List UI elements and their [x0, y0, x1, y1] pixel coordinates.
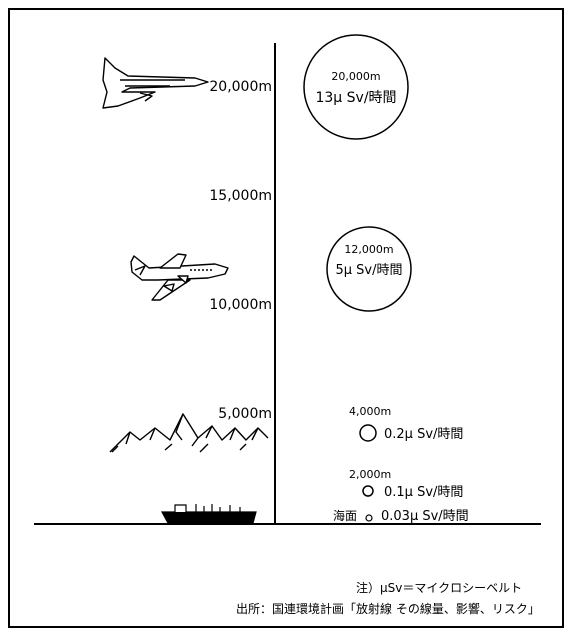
tick-label-15000: 15,000m [209, 188, 272, 204]
supersonic-jet-icon [102, 57, 209, 109]
dose-circle-sea [365, 514, 373, 522]
dose-value-2000: 0.1μ Sv/時間 [384, 485, 463, 500]
dose-altitude-sea: 海面 [333, 508, 357, 523]
footnote: 注）μSv＝マイクロシーベルト [356, 580, 522, 595]
dose-altitude-12000: 12,000m [344, 243, 393, 256]
dose-circle-12000 [326, 226, 412, 312]
dose-value-4000: 0.2μ Sv/時間 [384, 427, 463, 442]
tick-label-20000: 20,000m [209, 79, 272, 95]
tick-label-5000: 5,000m [218, 406, 272, 422]
airliner-icon [130, 253, 229, 301]
dose-value-sea: 0.03μ Sv/時間 [381, 509, 469, 524]
figure-frame [8, 8, 564, 628]
source-line: 出所：国連環境計画「放射線 その線量、影響、リスク」 [236, 601, 540, 616]
dose-value-20000: 13μ Sv/時間 [315, 90, 396, 106]
dose-circle-20000 [303, 34, 409, 140]
ship-icon [160, 504, 257, 524]
dose-altitude-4000: 4,000m [349, 405, 391, 418]
dose-altitude-2000: 2,000m [349, 468, 391, 481]
mountains-icon [109, 413, 269, 453]
dose-circle-2000 [362, 485, 374, 497]
dose-value-12000: 5μ Sv/時間 [336, 263, 403, 278]
dose-circle-4000 [359, 424, 377, 442]
dose-altitude-20000: 20,000m [331, 70, 380, 83]
tick-label-10000: 10,000m [209, 297, 272, 313]
